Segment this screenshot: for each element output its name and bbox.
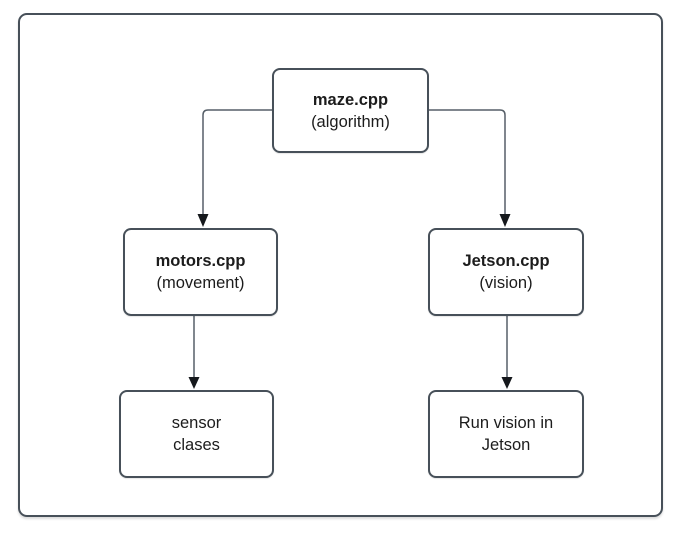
node-motors-title: motors.cpp	[155, 252, 246, 270]
node-motors-cpp[interactable]: motors.cpp (movement)	[123, 228, 278, 316]
node-sensor-line1: sensor	[171, 414, 222, 432]
node-run-vision-line2: Jetson	[481, 436, 531, 454]
diagram-border-frame	[18, 13, 663, 517]
node-jetson-subtitle: (vision)	[479, 274, 533, 292]
node-maze-title: maze.cpp	[312, 90, 389, 109]
node-sensor-classes[interactable]: sensor clases	[119, 390, 274, 478]
node-run-vision[interactable]: Run vision in Jetson	[428, 390, 584, 478]
node-maze-subtitle: (algorithm)	[311, 112, 390, 131]
node-sensor-line2: clases	[173, 436, 220, 454]
node-maze-cpp[interactable]: maze.cpp (algorithm)	[272, 68, 429, 153]
node-motors-subtitle: (movement)	[156, 274, 245, 292]
node-jetson-title: Jetson.cpp	[462, 252, 550, 270]
node-jetson-cpp[interactable]: Jetson.cpp (vision)	[428, 228, 584, 316]
node-run-vision-line1: Run vision in	[458, 414, 554, 432]
